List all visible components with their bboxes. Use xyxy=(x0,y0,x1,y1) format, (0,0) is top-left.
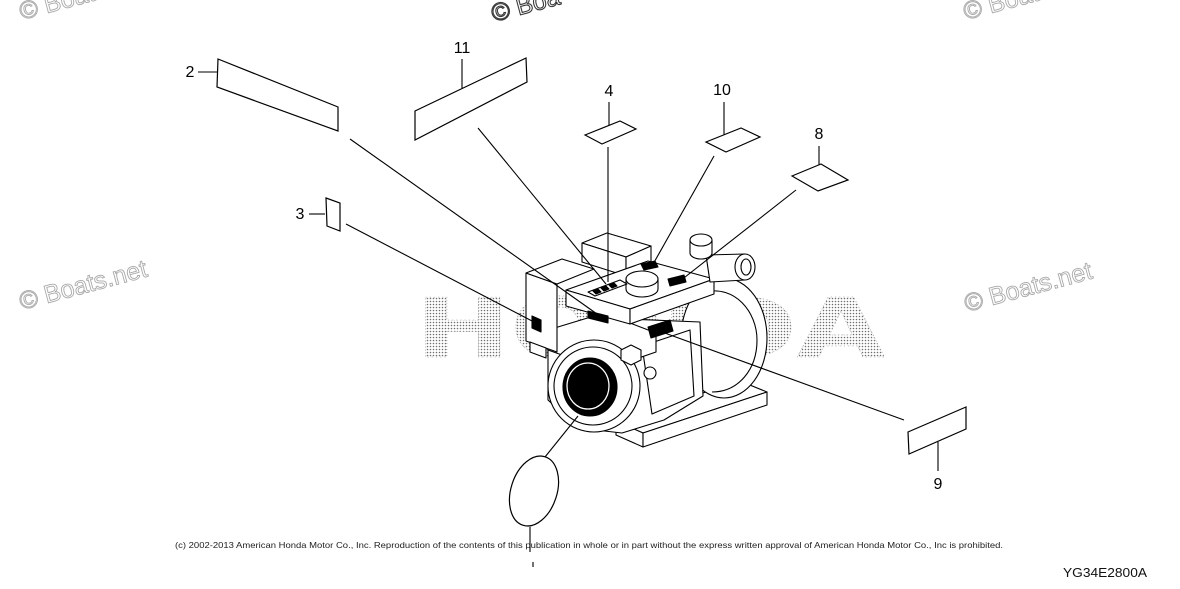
leader-line-10 xyxy=(651,155,715,267)
priming-plug-top xyxy=(689,233,713,247)
callout-2: 2 xyxy=(186,64,195,81)
leader-line-9 xyxy=(661,331,905,421)
decal-tank-top-mark-2 xyxy=(600,285,610,292)
decal-tank-top-mark-3 xyxy=(608,282,618,289)
fuel-tank-side xyxy=(629,278,715,325)
callout-layer: 2 11 4 10 8 xyxy=(186,40,967,567)
callout-10: 10 xyxy=(713,82,731,99)
callout-4: 4 xyxy=(605,83,614,100)
leader-line-11 xyxy=(477,127,607,285)
decal-tank-side xyxy=(667,274,687,287)
callout-group-4: 4 xyxy=(583,83,638,282)
engine-decals xyxy=(531,260,687,339)
outlet-pipe-bore xyxy=(740,258,752,276)
base-frame-side xyxy=(642,391,768,448)
callout-group-9: 9 xyxy=(661,331,967,493)
choke-lever xyxy=(620,344,642,366)
outlet-pipe-end xyxy=(734,253,756,281)
label-8-sticker xyxy=(790,163,850,192)
callout-group-10: 10 xyxy=(651,82,762,267)
leader-line-3 xyxy=(345,223,535,323)
decal-air-cleaner xyxy=(531,315,542,333)
air-cleaner-tab xyxy=(529,341,547,359)
callout-3: 3 xyxy=(296,206,305,223)
label-11-sticker xyxy=(414,57,528,141)
boats-watermark-left: © Boats.net xyxy=(16,255,150,316)
air-cleaner-front xyxy=(525,272,558,353)
callout-group-emblem xyxy=(508,415,579,567)
recoil-housing-rim xyxy=(553,346,633,426)
decal-tank-top-mark-1 xyxy=(592,288,602,295)
leader-line-emblem xyxy=(544,415,579,458)
label-9-sticker xyxy=(907,406,967,455)
boats-watermark-top-right: © Boats xyxy=(960,0,1054,26)
callout-group-11: 11 xyxy=(414,40,607,285)
decal-tank-front xyxy=(587,310,609,324)
label-10-sticker xyxy=(704,127,762,153)
label-2-sticker xyxy=(216,58,339,132)
callout-group-3: 3 xyxy=(296,197,535,323)
callout-group-8: 8 xyxy=(679,126,850,282)
water-pump-assembly xyxy=(525,232,768,448)
label-4-sticker xyxy=(583,120,638,145)
boats-watermark-right: © Boats.net xyxy=(961,257,1095,318)
outlet-pipe xyxy=(689,233,756,283)
recoil-emblem-ring xyxy=(566,362,610,410)
boats-watermark-top-left: © Boats xyxy=(16,0,110,26)
copyright-notice: (c) 2002-2013 American Honda Motor Co., … xyxy=(175,541,1003,550)
fuel-cap-top xyxy=(625,270,659,288)
air-cleaner xyxy=(525,258,595,359)
diagram-code: YG34E2800A xyxy=(1063,565,1147,580)
decal-engine-side xyxy=(647,319,674,339)
recoil-starter xyxy=(547,339,641,433)
callout-9: 9 xyxy=(934,476,943,493)
engine-shroud xyxy=(581,232,652,277)
leader-line-2 xyxy=(349,138,598,315)
leader-line-8 xyxy=(679,189,797,282)
boats-watermark-top-center: © Boa xyxy=(488,0,563,28)
pump-volute-rim xyxy=(704,290,758,393)
callout-group-2: 2 xyxy=(186,58,598,315)
throttle-knob xyxy=(643,366,657,380)
fuel-cap xyxy=(625,270,659,298)
round-emblem-sticker xyxy=(508,455,560,527)
callout-8: 8 xyxy=(815,126,824,143)
label-3-sticker xyxy=(325,197,341,232)
callout-11: 11 xyxy=(454,40,471,57)
